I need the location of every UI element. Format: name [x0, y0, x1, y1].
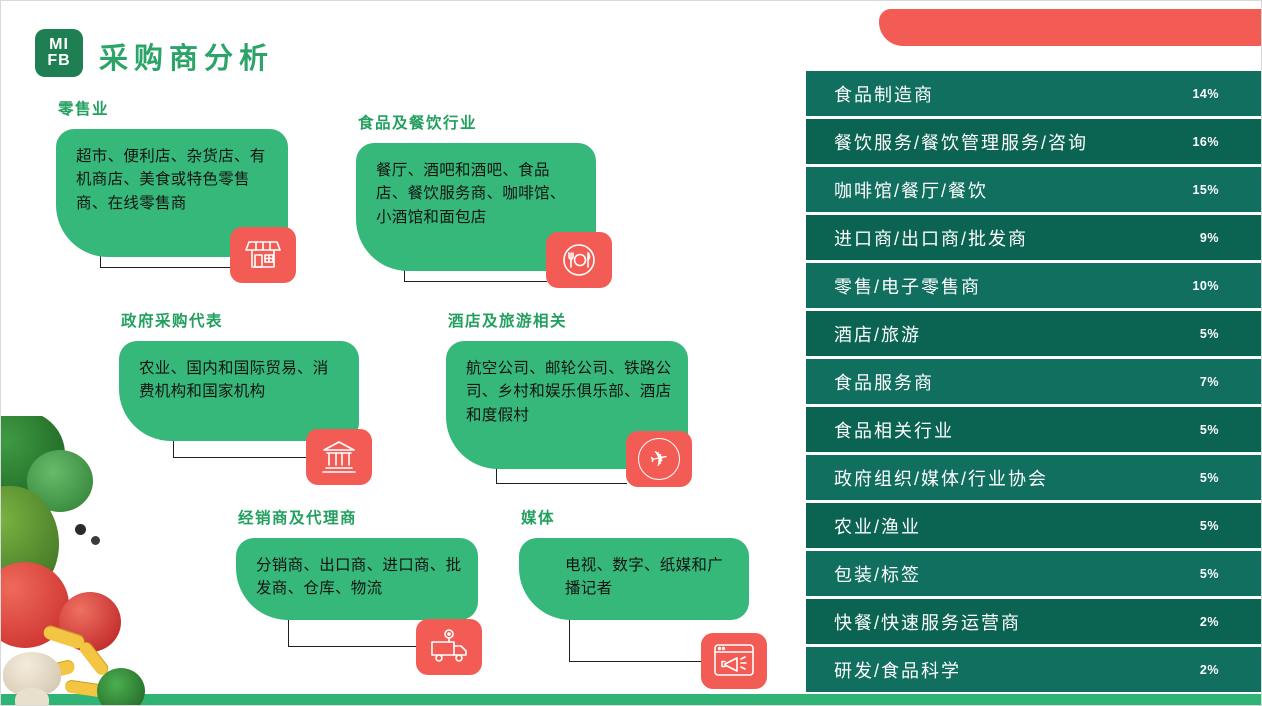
row-percent: 5% — [1199, 518, 1219, 533]
row-percent: 2% — [1199, 662, 1219, 677]
connector-line — [288, 614, 417, 647]
connector-line — [173, 435, 307, 458]
delivery-truck-icon — [416, 619, 482, 675]
category-description: 分销商、出口商、进口商、批发商、仓库、物流 — [256, 557, 462, 598]
vegetables-photo — [1, 416, 151, 705]
peppercorn — [75, 524, 86, 535]
category-title: 媒体 — [521, 510, 556, 527]
row-percent: 16% — [1192, 134, 1219, 149]
restaurant-plate-icon — [546, 232, 612, 288]
connector-line — [496, 463, 627, 484]
table-row: 研发/食品科学 2% — [806, 647, 1261, 692]
page-title: 采购商分析 — [99, 43, 275, 75]
category-title: 零售业 — [58, 101, 110, 118]
peppercorn — [91, 536, 100, 545]
row-percent: 15% — [1192, 182, 1219, 197]
row-label: 进口商/出口商/批发商 — [834, 228, 1029, 249]
row-label: 食品服务商 — [834, 372, 934, 393]
category-card-retail: 零售业 超市、便利店、杂货店、有机商店、美食或特色零售商、在线零售商 — [56, 97, 296, 283]
table-row: 食品制造商 14% — [806, 71, 1261, 116]
airplane-circle: ✈ — [638, 438, 680, 480]
category-card-food-beverage: 食品及餐饮行业 餐厅、酒吧和酒吧、食品店、餐饮服务商、咖啡馆、小酒馆和面包店 — [356, 111, 612, 288]
category-title: 酒店及旅游相关 — [448, 313, 568, 330]
category-description: 航空公司、邮轮公司、铁路公司、乡村和娱乐俱乐部、酒店和度假村 — [466, 360, 672, 424]
table-row: 零售/电子零售商 10% — [806, 263, 1261, 308]
row-percent: 2% — [1199, 614, 1219, 629]
connector-line — [404, 265, 547, 282]
top-right-decoration — [879, 9, 1261, 46]
government-building-icon — [306, 429, 372, 485]
category-card-distributors: 经销商及代理商 分销商、出口商、进口商、批发商、仓库、物流 — [236, 506, 482, 675]
row-percent: 7% — [1199, 374, 1219, 389]
category-title: 食品及餐饮行业 — [358, 115, 478, 132]
category-title: 政府采购代表 — [121, 313, 224, 330]
category-description: 农业、国内和国际贸易、消费机构和国家机构 — [139, 360, 329, 401]
row-label: 餐饮服务/餐饮管理服务/咨询 — [834, 132, 1089, 153]
row-percent: 5% — [1199, 326, 1219, 341]
row-label: 农业/渔业 — [834, 516, 922, 537]
table-row: 餐饮服务/餐饮管理服务/咨询 16% — [806, 119, 1261, 164]
table-row: 农业/渔业 5% — [806, 503, 1261, 548]
table-row: 酒店/旅游 5% — [806, 311, 1261, 356]
row-percent: 14% — [1192, 86, 1219, 101]
logo-line2: FB — [47, 52, 71, 69]
airplane-icon: ✈ — [626, 431, 692, 487]
category-description: 超市、便利店、杂货店、有机商店、美食或特色零售商、在线零售商 — [76, 148, 266, 212]
row-percent: 5% — [1199, 470, 1219, 485]
category-title: 经销商及代理商 — [238, 510, 358, 527]
basil-leaf — [97, 668, 145, 705]
category-description: 餐厅、酒吧和酒吧、食品店、餐饮服务商、咖啡馆、小酒馆和面包店 — [376, 162, 566, 226]
row-label: 零售/电子零售商 — [834, 276, 982, 297]
category-description-card: 航空公司、邮轮公司、铁路公司、乡村和娱乐俱乐部、酒店和度假村 — [446, 341, 688, 469]
table-row: 食品服务商 7% — [806, 359, 1261, 404]
table-row: 咖啡馆/餐厅/餐饮 15% — [806, 167, 1261, 212]
category-description-card: 电视、数字、纸媒和广播记者 — [519, 538, 749, 620]
connector-line — [569, 614, 702, 662]
bottom-bar — [1, 694, 1261, 705]
row-label: 快餐/快速服务运营商 — [834, 612, 1022, 633]
row-label: 食品制造商 — [834, 84, 934, 105]
media-broadcast-icon — [701, 633, 767, 689]
buyer-percentage-table: 食品制造商 14% 餐饮服务/餐饮管理服务/咨询 16% 咖啡馆/餐厅/餐饮 1… — [806, 71, 1261, 692]
storefront-icon — [230, 227, 296, 283]
row-label: 包装/标签 — [834, 564, 922, 585]
table-row: 政府组织/媒体/行业协会 5% — [806, 455, 1261, 500]
row-percent: 5% — [1199, 422, 1219, 437]
category-description-card: 分销商、出口商、进口商、批发商、仓库、物流 — [236, 538, 478, 620]
logo-line1: MI — [49, 36, 69, 53]
category-description: 电视、数字、纸媒和广播记者 — [565, 557, 724, 598]
row-percent: 10% — [1192, 278, 1219, 293]
row-label: 食品相关行业 — [834, 420, 954, 441]
row-label: 研发/食品科学 — [834, 660, 962, 681]
connector-line — [100, 251, 232, 268]
row-label: 酒店/旅游 — [834, 324, 922, 345]
category-description-card: 超市、便利店、杂货店、有机商店、美食或特色零售商、在线零售商 — [56, 129, 288, 257]
row-percent: 9% — [1199, 230, 1219, 245]
row-percent: 5% — [1199, 566, 1219, 581]
category-card-hotel-tourism: 酒店及旅游相关 航空公司、邮轮公司、铁路公司、乡村和娱乐俱乐部、酒店和度假村 ✈ — [446, 309, 692, 487]
table-row: 快餐/快速服务运营商 2% — [806, 599, 1261, 644]
row-label: 政府组织/媒体/行业协会 — [834, 468, 1049, 489]
category-card-media: 媒体 电视、数字、纸媒和广播记者 — [519, 506, 767, 689]
row-label: 咖啡馆/餐厅/餐饮 — [834, 180, 989, 201]
table-row: 食品相关行业 5% — [806, 407, 1261, 452]
table-row: 包装/标签 5% — [806, 551, 1261, 596]
table-row: 进口商/出口商/批发商 9% — [806, 215, 1261, 260]
airplane-glyph: ✈ — [647, 444, 671, 473]
category-card-government: 政府采购代表 农业、国内和国际贸易、消费机构和国家机构 — [119, 309, 372, 485]
mushroom — [15, 688, 49, 705]
category-description-card: 农业、国内和国际贸易、消费机构和国家机构 — [119, 341, 359, 441]
mifb-logo: MI FB — [35, 29, 83, 77]
